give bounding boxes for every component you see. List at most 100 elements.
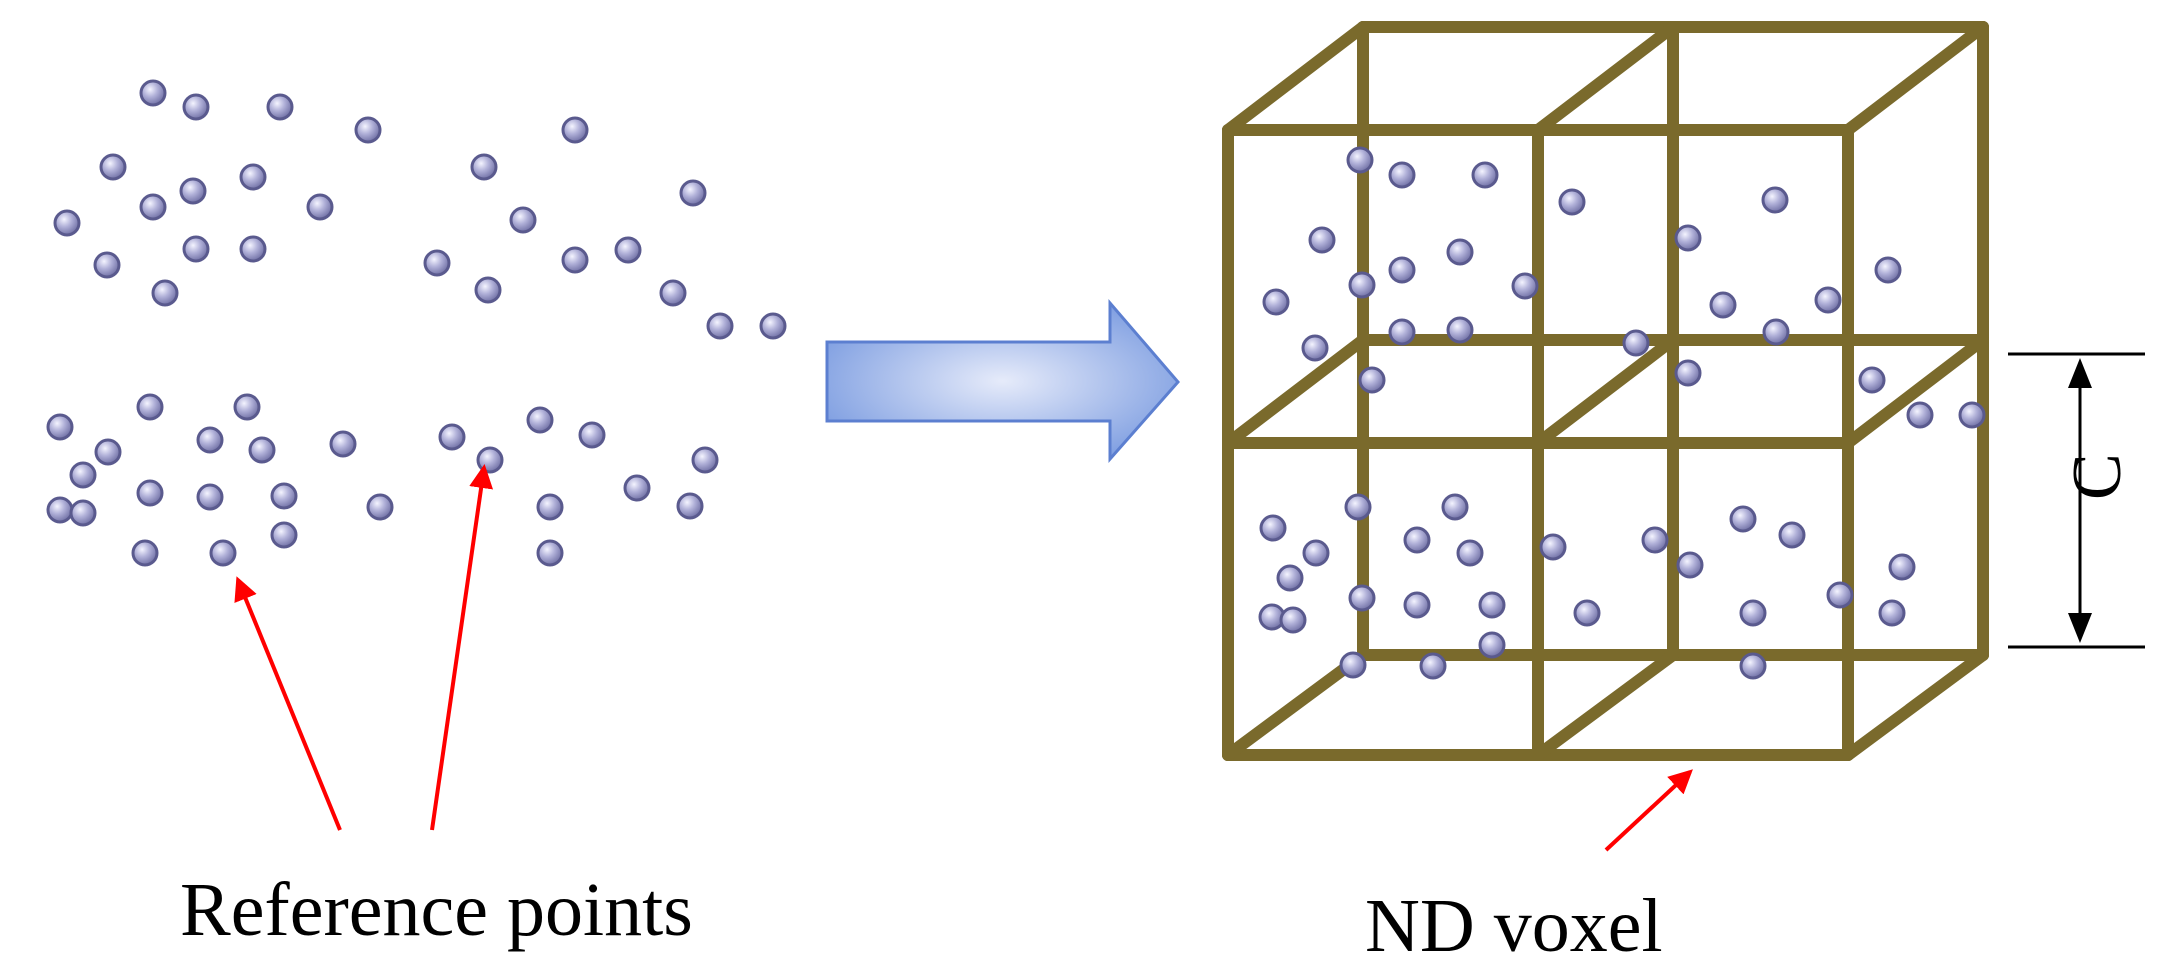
reference-point [1358,366,1386,394]
reference-point [1622,329,1650,357]
reference-point [1676,551,1704,579]
nd-voxel-grid [1222,21,1989,761]
reference-point [266,93,294,121]
reference-point [578,421,606,449]
voxel-edge [1532,334,1679,449]
reference-point [1344,493,1372,521]
reference-point [1778,521,1806,549]
voxel-edge [1842,649,1989,761]
reference-point [139,79,167,107]
reference-point [561,246,589,274]
reference-point [270,482,298,510]
voxel-points-group [1258,146,1986,680]
reference-point [182,93,210,121]
reference-point [182,235,210,263]
reference-point [438,423,466,451]
reference-point [691,446,719,474]
reference-point [1814,286,1842,314]
voxel-edge [1532,649,1679,761]
reference-point [136,479,164,507]
reference-point [136,393,164,421]
nd-voxel-label: ND voxel [1365,884,1663,968]
reference-point [1888,553,1916,581]
reference-points-group [46,79,787,567]
reference-point [1874,256,1902,284]
reference-point [69,499,97,527]
reference-point [1739,599,1767,627]
red-pointer-arrow-icon [234,576,342,831]
reference-point [93,251,121,279]
reference-point [239,235,267,263]
reference-point [1276,564,1304,592]
reference-point [1259,514,1287,542]
reference-point [1403,591,1431,619]
reference-point [1674,359,1702,387]
reference-point [239,163,267,191]
reference-point [1539,533,1567,561]
reference-point [1478,591,1506,619]
reference-point [1388,256,1416,284]
reference-pointer-arrows [234,464,494,831]
reference-point [474,276,502,304]
reference-point [233,393,261,421]
reference-point [526,406,554,434]
reference-point [679,179,707,207]
reference-point [1709,291,1737,319]
reference-point [131,539,159,567]
reference-point [561,116,589,144]
reference-point [354,116,382,144]
reference-point [1348,271,1376,299]
reference-point [536,539,564,567]
reference-point [676,492,704,520]
reference-point [1301,334,1329,362]
reference-point [1826,581,1854,609]
reference-point [1348,584,1376,612]
reference-point [1339,651,1367,679]
reference-point [46,413,74,441]
reference-point [46,496,74,524]
reference-point [1906,401,1934,429]
reference-point [1441,493,1469,521]
reference-point [151,279,179,307]
right-block-arrow-icon [825,298,1180,463]
reference-point [1446,316,1474,344]
red-pointer-arrow-icon [430,464,494,831]
reference-point [53,209,81,237]
reference-point [1279,606,1307,634]
reference-point [476,446,504,474]
reference-point [1419,652,1447,680]
reference-point [1878,599,1906,627]
reference-point [623,474,651,502]
cell-size-label: C [2059,453,2136,500]
reference-point [1641,526,1669,554]
reference-point [1762,318,1790,346]
reference-point [179,177,207,205]
reference-point [423,249,451,277]
reference-point [248,436,276,464]
reference-point [270,521,298,549]
reference-points-label: Reference points [180,868,693,952]
voxel-edge [1222,649,1369,761]
reference-point [1471,161,1499,189]
voxel-edge [1842,21,1989,136]
reference-point [196,483,224,511]
reference-point [1388,161,1416,189]
reference-point [1478,631,1506,659]
reference-point [1729,505,1757,533]
reference-point [509,206,537,234]
reference-point [329,430,357,458]
reference-point [1302,539,1330,567]
voxel-edge [1222,21,1369,136]
reference-point [366,493,394,521]
voxel-edge [1842,334,1989,449]
reference-point [1446,238,1474,266]
reference-point [209,539,237,567]
reference-point [1761,186,1789,214]
reference-point [759,312,787,340]
reference-point [614,236,642,264]
reference-point [1511,272,1539,300]
cell-size-dimension [2008,352,2145,649]
reference-point [659,279,687,307]
voxel-edge [1222,334,1369,449]
